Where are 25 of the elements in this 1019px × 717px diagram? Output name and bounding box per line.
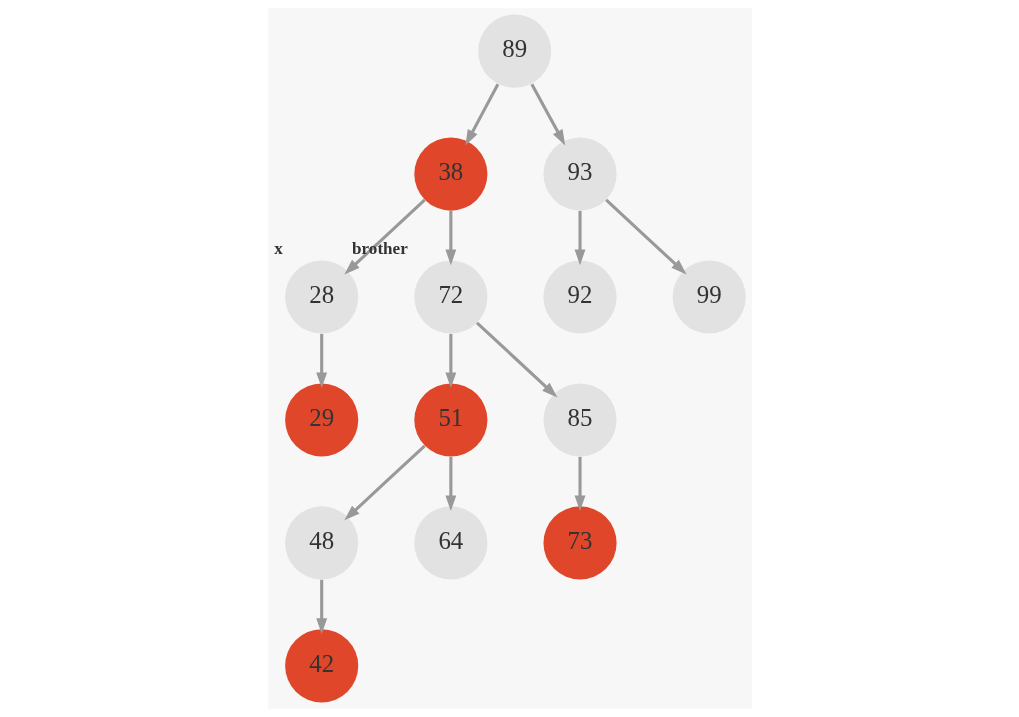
node-circle: 42 [284, 629, 358, 703]
arrow [444, 210, 456, 266]
arrow [315, 579, 327, 634]
arrow [530, 83, 565, 146]
node-circle: 93 [542, 137, 617, 211]
node-label: x [273, 238, 283, 258]
node-circle: 51 [413, 383, 487, 457]
node-circle: 92 [542, 260, 617, 334]
node-circle: 72 [413, 260, 487, 334]
arrow [574, 210, 585, 266]
arrow [315, 333, 327, 389]
node-circle: 89 [477, 14, 551, 88]
arrow [604, 198, 687, 275]
arrow [574, 456, 585, 511]
node-label: brother [351, 238, 408, 258]
node-circle: 38 [413, 137, 487, 211]
arrow [464, 83, 499, 146]
node-circle: 29 [284, 383, 358, 457]
arrow [475, 321, 557, 398]
arrow [444, 333, 456, 389]
node-circle: 73 [542, 506, 617, 580]
node-circle: 64 [413, 506, 487, 580]
arrow [444, 456, 456, 511]
arrow [343, 444, 426, 521]
arrow [343, 198, 426, 275]
